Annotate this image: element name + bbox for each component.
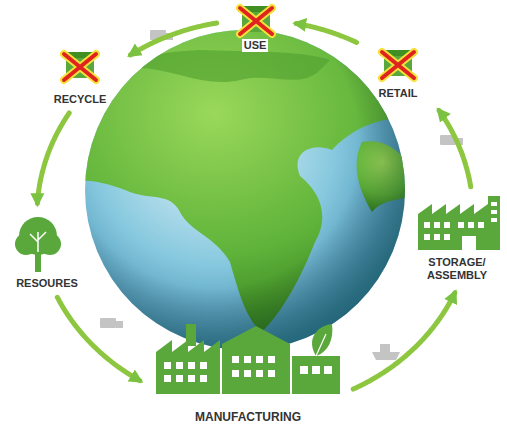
flow-arrow: [439, 111, 471, 187]
stage-label: STORAGE/ ASSEMBLY: [409, 256, 505, 282]
stage-node: USE: [222, 4, 288, 54]
stage-label: RETAIL: [377, 87, 420, 100]
flow-arrow: [57, 297, 140, 380]
globe: [70, 20, 430, 350]
crossed-shop-icon: [62, 52, 98, 80]
stage-node: STORAGE/ ASSEMBLY: [409, 192, 505, 284]
flow-arrow: [353, 293, 455, 389]
crossed-shop-icon: [380, 50, 416, 78]
stage-label: MANUFACTURING: [193, 411, 303, 424]
storage-factory-icon: [418, 196, 500, 250]
stage-node: MANUFACTURING: [148, 322, 348, 426]
flow-arrow: [131, 23, 217, 55]
tree-icon: [15, 217, 61, 272]
stage-label: RESOURES: [14, 277, 80, 290]
stage-node: RETAIL: [362, 46, 434, 102]
flow-arrow: [296, 24, 356, 43]
flow-arrow: [37, 113, 69, 203]
stage-label: USE: [242, 39, 269, 52]
truck-icons: [100, 30, 463, 360]
crossed-shop-icon: [238, 6, 274, 34]
stage-node: RESOURES: [4, 212, 90, 292]
stage-label: RECYCLE: [52, 93, 109, 106]
stage-node: RECYCLE: [38, 46, 122, 108]
manufacturing-factory-icon: [156, 324, 340, 394]
